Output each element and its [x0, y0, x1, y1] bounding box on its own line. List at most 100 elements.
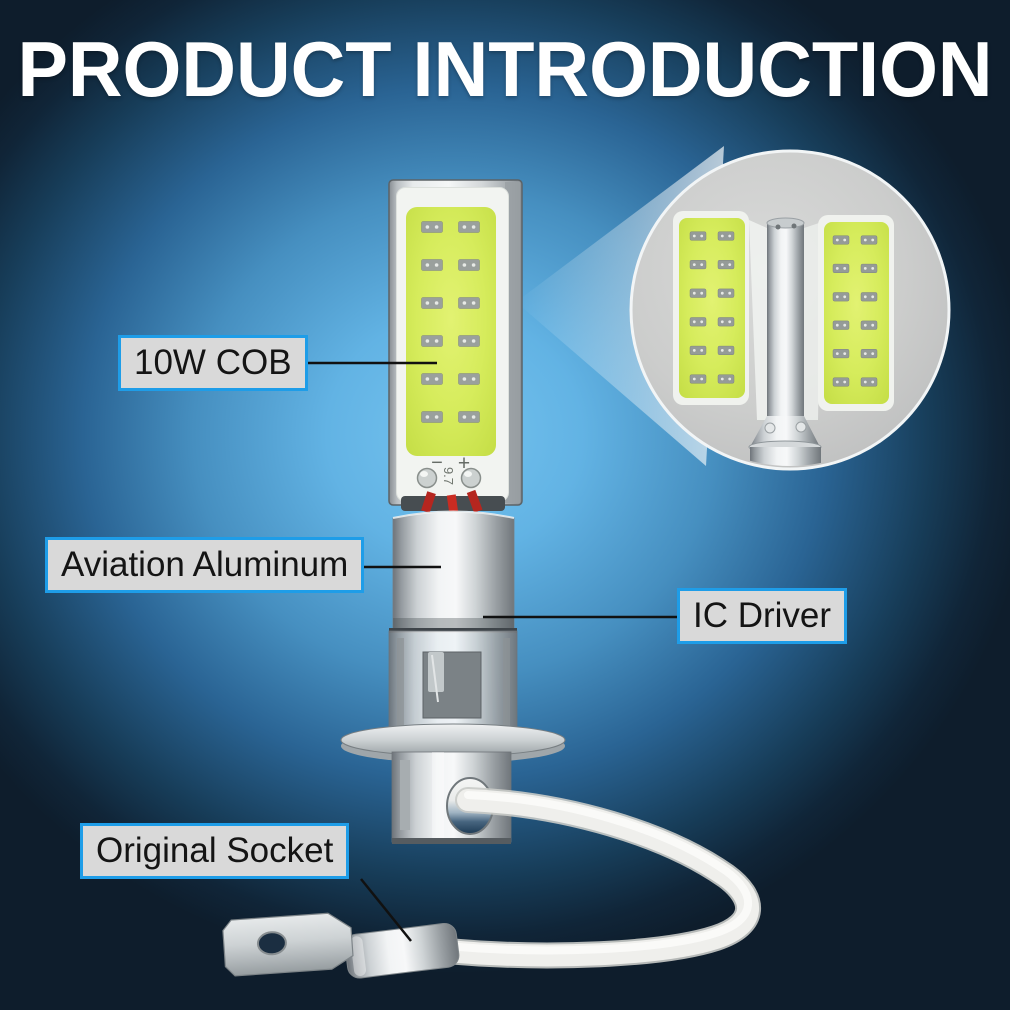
cob-chip — [860, 349, 878, 359]
cob-chip-dot — [425, 225, 430, 229]
cob-chip-dot — [434, 263, 439, 267]
cob-chip-dot — [462, 263, 467, 267]
cob-chip-dot — [425, 377, 430, 381]
cob-chip-dot — [434, 415, 439, 419]
bulb-head — [388, 179, 523, 506]
cob-chip-dot — [462, 415, 467, 419]
cob-chip-dot — [720, 377, 724, 381]
callout-label-aluminum: Aviation Aluminum — [45, 537, 365, 593]
cob-chip-dot — [843, 380, 847, 384]
cob-chip-dot — [728, 263, 732, 266]
cob-chip — [421, 297, 443, 309]
cob-chip — [860, 320, 878, 330]
cob-chip-dot — [843, 323, 847, 327]
spade-terminal — [222, 912, 354, 977]
inset-cob-panel-left — [673, 211, 749, 405]
pcb-minus-mark: − — [431, 452, 443, 474]
cob-chip — [458, 335, 480, 347]
zoom-inset-circle — [629, 149, 951, 471]
cob-chip-dot — [835, 295, 839, 299]
cob-chip-dot — [700, 234, 704, 238]
cob-chip-dot — [835, 380, 839, 384]
cob-chip-dot — [692, 377, 696, 381]
cob-chip-dot — [471, 339, 476, 343]
cob-chip-dot — [871, 295, 875, 299]
cob-chip-dot — [700, 291, 704, 295]
cob-chip-dot — [863, 380, 867, 384]
cob-chip — [689, 345, 707, 355]
cob-chip-dot — [843, 295, 847, 299]
cob-chip — [689, 317, 707, 327]
callout-label-socket: Original Socket — [80, 823, 350, 879]
cob-led-panel — [406, 207, 496, 456]
cob-chip-dot — [720, 349, 724, 352]
cob-chip-dot — [835, 238, 839, 242]
aluminum-body — [392, 510, 515, 633]
cob-chip — [458, 411, 480, 423]
cob-chip-dot — [425, 339, 430, 343]
cob-chip-dot — [871, 323, 875, 327]
cob-chip-dot — [728, 291, 732, 295]
cob-chip-dot — [471, 415, 476, 419]
cob-chip-dot — [471, 225, 476, 229]
cob-chip-dot — [728, 349, 732, 352]
inset-light-wedge-right — [804, 222, 822, 420]
cob-chip — [860, 263, 878, 273]
cob-chip — [717, 374, 735, 384]
cob-chip-dot — [863, 352, 867, 355]
cob-chip-dot — [692, 320, 696, 324]
callout-label-cob: 10W COB — [118, 335, 308, 391]
cob-chip-dot — [863, 267, 867, 270]
cob-chip-dot — [462, 377, 467, 381]
terminal-hole — [256, 931, 287, 956]
cob-chip-dot — [692, 263, 696, 266]
cob-chip-dot — [863, 295, 867, 299]
cob-chip-dot — [843, 267, 847, 270]
pcb-model-mark: 9.7 — [441, 467, 456, 485]
cob-chip — [689, 374, 707, 384]
inset-light-wedge-left — [749, 220, 767, 420]
inset-cob-panel-right — [818, 215, 894, 411]
cob-chip-dot — [471, 263, 476, 267]
bulb-pcb-foot: − 9.7 + — [401, 452, 505, 514]
cob-chip-dot — [434, 225, 439, 229]
cob-chip-dot — [700, 320, 704, 324]
led-bulb: − 9.7 + — [222, 179, 761, 979]
cob-chip — [717, 345, 735, 355]
cob-chip — [689, 288, 707, 298]
inset-metal-stem — [748, 217, 822, 466]
cob-chip — [832, 349, 850, 359]
cob-chip-dot — [728, 320, 732, 324]
cob-chip — [717, 260, 735, 270]
cob-chip — [717, 288, 735, 298]
cob-chip-dot — [720, 291, 724, 295]
cob-chip-dot — [843, 352, 847, 355]
power-wire — [433, 787, 761, 969]
cob-chip-dot — [462, 339, 467, 343]
cob-chip-dot — [471, 377, 476, 381]
cob-chip — [458, 221, 480, 233]
callout-label-driver: IC Driver — [677, 588, 848, 644]
cob-chip — [832, 292, 850, 302]
cob-chip — [421, 335, 443, 347]
wire-crimp-barrel — [344, 922, 460, 979]
page-title: PRODUCT INTRODUCTION — [17, 25, 993, 113]
cob-chip — [832, 263, 850, 273]
cob-chip-dot — [692, 291, 696, 295]
cob-chip — [832, 320, 850, 330]
cob-chip — [860, 292, 878, 302]
cob-chip-dot — [434, 301, 439, 305]
cob-chip-dot — [720, 234, 724, 238]
pcb-plus-mark: + — [458, 452, 470, 475]
cob-chip — [421, 373, 443, 385]
cob-chip — [832, 377, 850, 387]
cob-chip-dot — [843, 238, 847, 242]
cob-chip-dot — [700, 349, 704, 352]
cob-chip — [860, 377, 878, 387]
cob-chip-dot — [720, 263, 724, 266]
cob-chip-dot — [700, 377, 704, 381]
cob-chip — [689, 231, 707, 241]
cob-chip — [421, 411, 443, 423]
cob-chip-dot — [871, 267, 875, 270]
